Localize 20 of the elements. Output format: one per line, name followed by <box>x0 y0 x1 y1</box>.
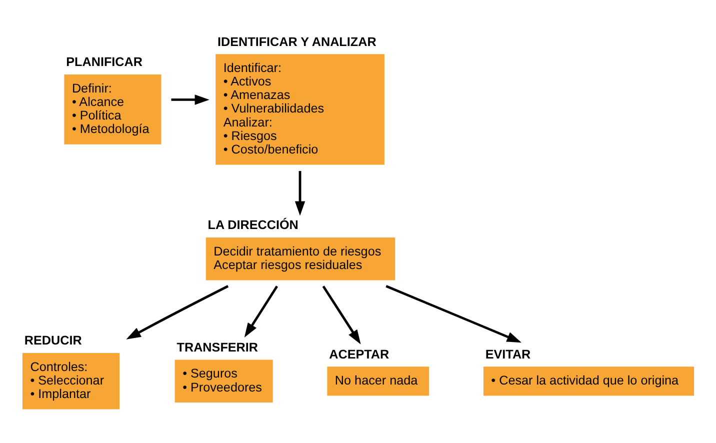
node-box: Decidir tratamiento de riesgos Aceptar riesgos residuales <box>206 237 396 280</box>
node-label: ACEPTAR <box>329 346 390 361</box>
node-box: No hacer nada <box>327 366 430 396</box>
arrow <box>386 284 522 342</box>
node-box: Controles: • Seleccionar • Implantar <box>22 352 120 409</box>
node-box: • Seguros • Proveedores <box>174 359 273 402</box>
node-label: PLANIFICAR <box>66 54 142 69</box>
node-box: Definir: • Alcance • Política • Metodología <box>64 74 162 144</box>
arrow <box>244 285 278 337</box>
node-box: Identificar: • Activos • Amenazas • Vulnerabilidades Analizar: • Riesgos • Costo/beneficio <box>216 54 384 164</box>
arrow <box>171 94 210 104</box>
arrow <box>126 284 229 339</box>
node-label: EVITAR <box>485 346 531 361</box>
arrow <box>322 285 361 344</box>
node-label: TRANSFERIR <box>176 340 258 354</box>
node-label: REDUCIR <box>24 333 82 348</box>
arrow <box>294 170 306 216</box>
node-label: LA DIRECCIÓN <box>208 218 298 232</box>
node-label: IDENTIFICAR Y ANALIZAR <box>218 34 376 48</box>
node-box: • Cesar la actividad que lo origina <box>483 366 694 396</box>
